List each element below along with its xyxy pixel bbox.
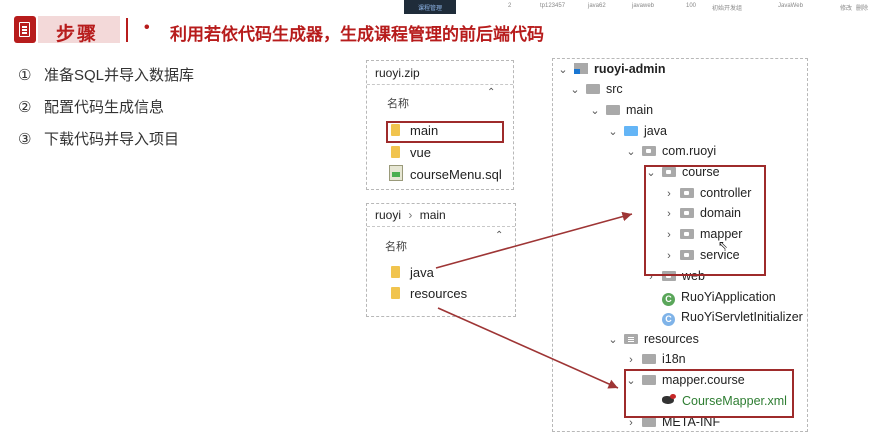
arrow-java-to-course [436, 214, 632, 268]
arrow-resources-to-mapper [438, 308, 618, 388]
